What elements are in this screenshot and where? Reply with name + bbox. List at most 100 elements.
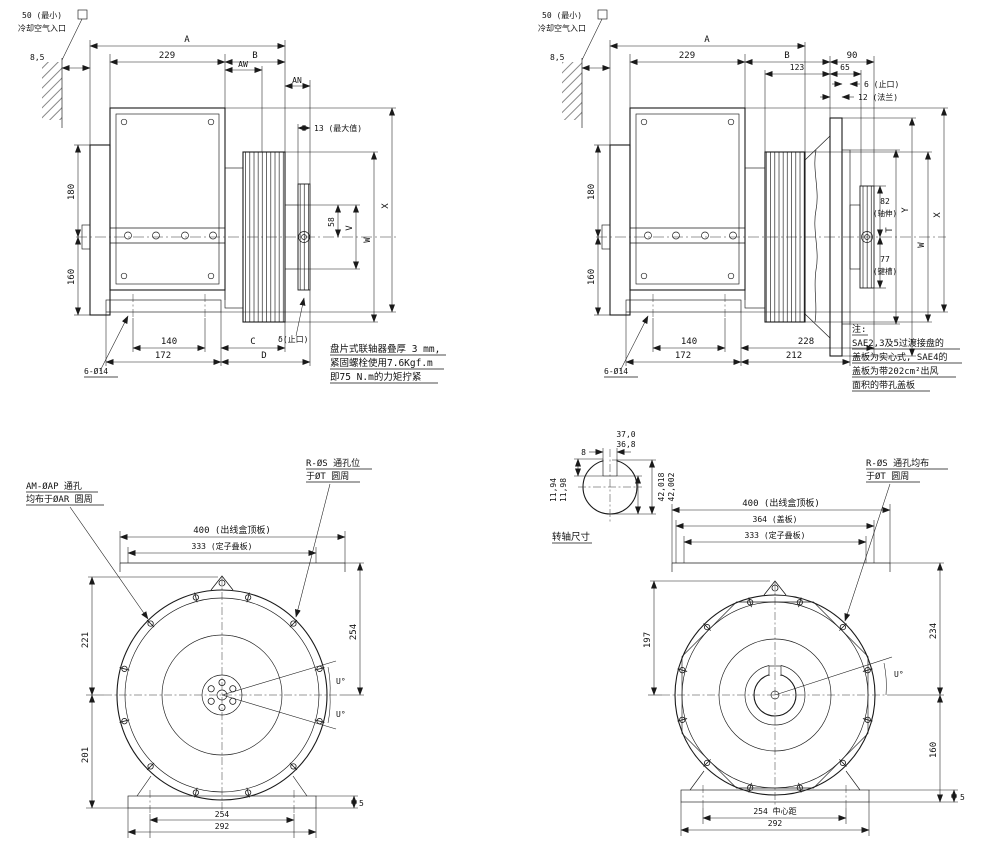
v2-dim-229: 229 [679, 51, 695, 61]
v2-note-3: 盖板为带202cm²出风 [852, 365, 939, 377]
v4-keyway-max: 11,94 [549, 478, 558, 502]
v1-dim-x: X [381, 203, 391, 209]
v3-dim-5: 5 [359, 799, 364, 808]
v4-label-rs-holes-1: R-ØS 通孔均布 [866, 457, 929, 469]
v3-angle-u2: U° [336, 710, 346, 719]
v1-dim-160: 160 [67, 269, 77, 285]
v2-dim-228: 228 [798, 337, 814, 347]
v1-dim-c: C [250, 337, 255, 347]
wall-hatch [562, 62, 582, 120]
view2-side-view-sae: 50 (最小) 冷却空气入口 8,5 A 229 B 90 123 65 6 (… [538, 9, 962, 392]
v3-dim-221: 221 [81, 632, 91, 648]
v1-dim-58: 58 [327, 217, 336, 227]
v2-dim-180: 180 [587, 184, 597, 200]
v4-dim-364: 364 (盖板) [753, 514, 798, 524]
v1-dim-d: D [261, 351, 266, 361]
v2-note-4: 面积的带孔盖板 [852, 379, 915, 391]
v1-gap: 8,5 [30, 53, 45, 62]
v3-dim-333: 333 (定子叠板) [192, 541, 253, 551]
v1-air-label: 冷却空气入口 [18, 23, 66, 33]
v4-key-width-8: 8 [581, 448, 586, 457]
v2-dim-77: 77 [880, 255, 890, 264]
air-inlet-icon [77, 9, 88, 20]
v1-dim-w: W [363, 237, 373, 243]
v4-dim-292: 292 [768, 819, 783, 828]
v4-shaft-dia-max: 42,018 [657, 472, 666, 501]
v1-spigot: δ(止口) [278, 334, 308, 344]
v1-dim-an: AN [292, 76, 302, 85]
v2-gap: 8,5 [550, 53, 565, 62]
v4-dim-333: 333 (定子叠板) [745, 530, 806, 540]
v2-spigot: 6 (止口) [864, 79, 899, 89]
v4-dim-160: 160 [929, 742, 939, 758]
v3-label-rs-holes-2: 于ØT 圆周 [306, 471, 349, 482]
v4-dim-234: 234 [929, 623, 939, 639]
v1-dim-b: B [252, 51, 257, 61]
v3-dim-254-right: 254 [349, 624, 359, 640]
v2-dim-160: 160 [587, 269, 597, 285]
v1-note-1: 盘片式联轴器叠厚 3 mm, [330, 343, 440, 355]
view1-side-view: 50 (最小) 冷却空气入口 8,5 A 229 B AW AN 13 (最大值… [18, 9, 446, 384]
v4-dim-400: 400 (出线盒顶板) [742, 497, 820, 509]
v1-dim-140: 140 [161, 337, 177, 347]
v4-angle-u: U° [894, 670, 904, 679]
v2-dim-b: B [784, 51, 789, 61]
v1-dim-aw: AW [238, 60, 248, 69]
v1-dim-180: 180 [67, 184, 77, 200]
v4-key-depth-max: 37,0 [616, 430, 635, 439]
v2-flange: 12 (法兰) [858, 92, 898, 102]
v3-angle-u1: U° [336, 677, 346, 686]
v2-dim-212: 212 [786, 351, 802, 361]
v4-keyway-min: 11,98 [559, 478, 568, 502]
v1-dim-a: A [184, 35, 190, 45]
air-inlet-icon [597, 9, 608, 20]
v3-dim-254-bottom: 254 [215, 810, 230, 819]
v4-key-depth-min: 36,8 [616, 440, 635, 449]
v1-dim-13max: 13 (最大值) [314, 123, 362, 133]
v1-air-min: 50 (最小) [22, 11, 62, 20]
v3-dim-201: 201 [81, 747, 91, 763]
v2-keyway-label: (键槽) [873, 266, 897, 276]
v1-note-3: 即75 N.m的力矩拧紧 [330, 371, 421, 383]
v2-dim-82: 82 [880, 197, 890, 206]
v2-shaft-ext-label: (轴伸) [873, 208, 897, 218]
v2-dim-x: X [933, 212, 943, 218]
v2-dim-90: 90 [847, 51, 858, 61]
v2-dim-65: 65 [840, 63, 850, 72]
v2-dim-123: 123 [790, 63, 805, 72]
v1-note-2: 紧固螺栓使用7.6Kgf.m [330, 357, 433, 369]
v2-dim-w: W [917, 242, 927, 248]
shaft-detail: 8 37,0 36,8 42,018 42,002 11,94 11,98 转轴… [549, 430, 676, 544]
v2-air-label: 冷却空气入口 [538, 23, 586, 33]
v2-dim-a: A [704, 35, 710, 45]
v3-dim-292: 292 [215, 822, 230, 831]
view4-front-view: 8 37,0 36,8 42,018 42,002 11,94 11,98 转轴… [549, 430, 965, 836]
v1-dim-229: 229 [159, 51, 175, 61]
v1-foot-holes: 6-Ø14 [84, 366, 108, 376]
v4-shaft-title: 转轴尺寸 [552, 531, 591, 543]
v2-dim-y: Y [901, 207, 911, 213]
v2-dim-172: 172 [675, 351, 691, 361]
v2-dim-t: T [885, 227, 895, 233]
v3-dim-400: 400 (出线盒顶板) [193, 524, 271, 536]
v3-label-rs-holes-1: R-ØS 通孔位 [306, 457, 360, 469]
v2-note-title: 注: [852, 323, 866, 335]
v2-air-min: 50 (最小) [542, 11, 582, 20]
v4-dim-254-center: 254 中心距 [753, 806, 796, 816]
v4-shaft-dia-min: 42,002 [667, 472, 676, 501]
view3-front-view: AM-ØAP 通孔 均布于ØAR 圆周 R-ØS 通孔位 于ØT 圆周 400 … [26, 457, 372, 838]
v3-label-am-holes-1: AM-ØAP 通孔 [26, 481, 82, 492]
octagon-frame [681, 601, 869, 789]
v2-note-2: 盖板为实心式, SAE4的 [852, 351, 948, 363]
break-line [814, 149, 818, 323]
v1-dim-v: V [345, 225, 355, 231]
v2-note-1: SAE2,3及5过渡接盘的 [852, 337, 944, 349]
v4-label-rs-holes-2: 于ØT 圆周 [866, 471, 909, 482]
v4-dim-5: 5 [960, 793, 965, 802]
v4-dim-197: 197 [643, 632, 653, 648]
v1-dim-172: 172 [155, 351, 171, 361]
v2-dim-140: 140 [681, 337, 697, 347]
v3-label-am-holes-2: 均布于ØAR 圆周 [26, 493, 93, 505]
